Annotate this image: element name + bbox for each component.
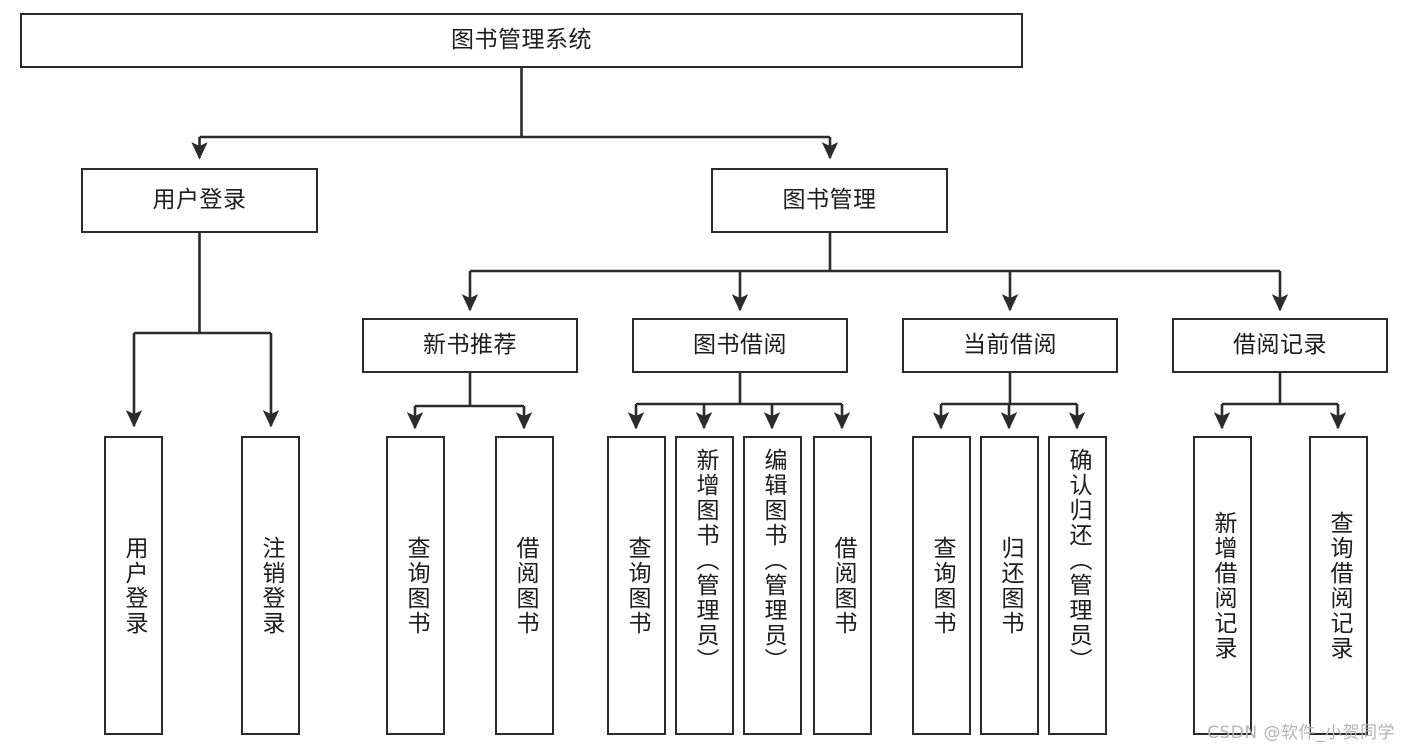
leaf-query-book-recommend[interactable]: 查询图书 <box>386 436 445 735</box>
node-label: 新增图书（管理员） <box>692 448 718 673</box>
node-label: 查询图书 <box>929 535 955 636</box>
leaf-user-login[interactable]: 用户登录 <box>104 436 163 735</box>
node-label: 编辑图书（管理员） <box>760 448 786 673</box>
node-borrow-record[interactable]: 借阅记录 <box>1172 318 1388 373</box>
node-label: 用户登录 <box>121 535 147 636</box>
leaf-query-book-current[interactable]: 查询图书 <box>912 436 971 735</box>
node-label: 查询图书 <box>403 535 429 636</box>
node-label: 图书借阅 <box>693 331 787 358</box>
node-label: 确认归还（管理员） <box>1065 448 1091 673</box>
node-label: 借阅图书 <box>830 535 856 636</box>
node-book-borrow[interactable]: 图书借阅 <box>632 318 848 373</box>
leaf-borrow-book-recommend[interactable]: 借阅图书 <box>495 436 554 735</box>
node-label: 图书管理系统 <box>451 26 592 53</box>
node-label: 借阅图书 <box>512 535 538 636</box>
node-label: 用户登录 <box>152 186 247 213</box>
node-label: 新增借阅记录 <box>1210 510 1236 661</box>
node-book-management[interactable]: 图书管理 <box>711 168 948 233</box>
node-root-book-management-system[interactable]: 图书管理系统 <box>20 13 1023 68</box>
leaf-add-book-admin[interactable]: 新增图书（管理员） <box>675 436 734 735</box>
node-label: 图书管理 <box>782 186 877 213</box>
node-new-book-recommend[interactable]: 新书推荐 <box>362 318 578 373</box>
node-user-login[interactable]: 用户登录 <box>81 168 318 233</box>
node-label: 当前借阅 <box>963 331 1057 358</box>
node-label: 注销登录 <box>258 535 284 636</box>
csdn-watermark: CSDN @软件_小贺同学 <box>1207 723 1395 743</box>
node-label: 新书推荐 <box>423 331 517 358</box>
leaf-logout-login[interactable]: 注销登录 <box>241 436 300 735</box>
node-label: 借阅记录 <box>1233 331 1327 358</box>
leaf-add-borrow-record[interactable]: 新增借阅记录 <box>1193 436 1252 735</box>
leaf-return-book[interactable]: 归还图书 <box>980 436 1039 735</box>
node-current-borrow[interactable]: 当前借阅 <box>902 318 1118 373</box>
node-label: 查询借阅记录 <box>1326 510 1352 661</box>
leaf-borrow-book[interactable]: 借阅图书 <box>813 436 872 735</box>
leaf-confirm-return-admin[interactable]: 确认归还（管理员） <box>1048 436 1107 735</box>
leaf-query-book-borrow[interactable]: 查询图书 <box>607 436 666 735</box>
leaf-edit-book-admin[interactable]: 编辑图书（管理员） <box>743 436 802 735</box>
node-label: 归还图书 <box>997 535 1023 636</box>
node-label: 查询图书 <box>624 535 650 636</box>
leaf-query-borrow-record[interactable]: 查询借阅记录 <box>1309 436 1368 735</box>
